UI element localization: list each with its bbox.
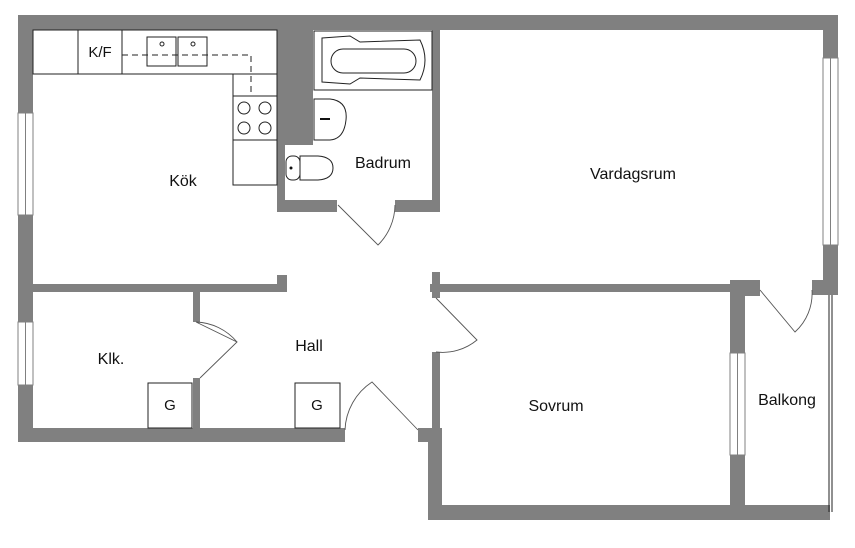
sink-basin: [146, 36, 177, 67]
fridge-freezer: [77, 29, 123, 75]
wardrobe-label: G: [311, 397, 323, 414]
stove: [232, 95, 278, 141]
room-label-hall: Hall: [295, 338, 323, 355]
toilet: [299, 155, 334, 181]
wardrobe: [147, 382, 193, 429]
door-closet[interactable]: [195, 321, 238, 379]
door-bathroom[interactable]: [337, 204, 396, 246]
room-label-bathroom: Badrum: [355, 155, 411, 172]
door-balcony[interactable]: [759, 289, 813, 333]
room-label-closet: Klk.: [98, 351, 125, 368]
washbasin: [313, 98, 347, 141]
sink-basin: [177, 36, 208, 67]
door-entrance[interactable]: [344, 381, 419, 431]
bathroom-fixtures: [285, 30, 433, 181]
kitchen-counter: K/F: [32, 29, 278, 186]
walls: [18, 15, 838, 520]
windows: [17, 57, 839, 512]
door-bedroom[interactable]: [435, 297, 478, 353]
wardrobe: [294, 382, 341, 429]
room-label-living-room: Vardagsrum: [590, 166, 676, 183]
doors: [195, 204, 813, 431]
fridge-freezer-label: K/F: [88, 44, 111, 61]
wardrobe-label: G: [164, 397, 176, 414]
room-label-balcony: Balkong: [758, 392, 816, 409]
room-label-kitchen: Kök: [169, 173, 198, 190]
room-label-bedroom: Sovrum: [528, 398, 583, 415]
